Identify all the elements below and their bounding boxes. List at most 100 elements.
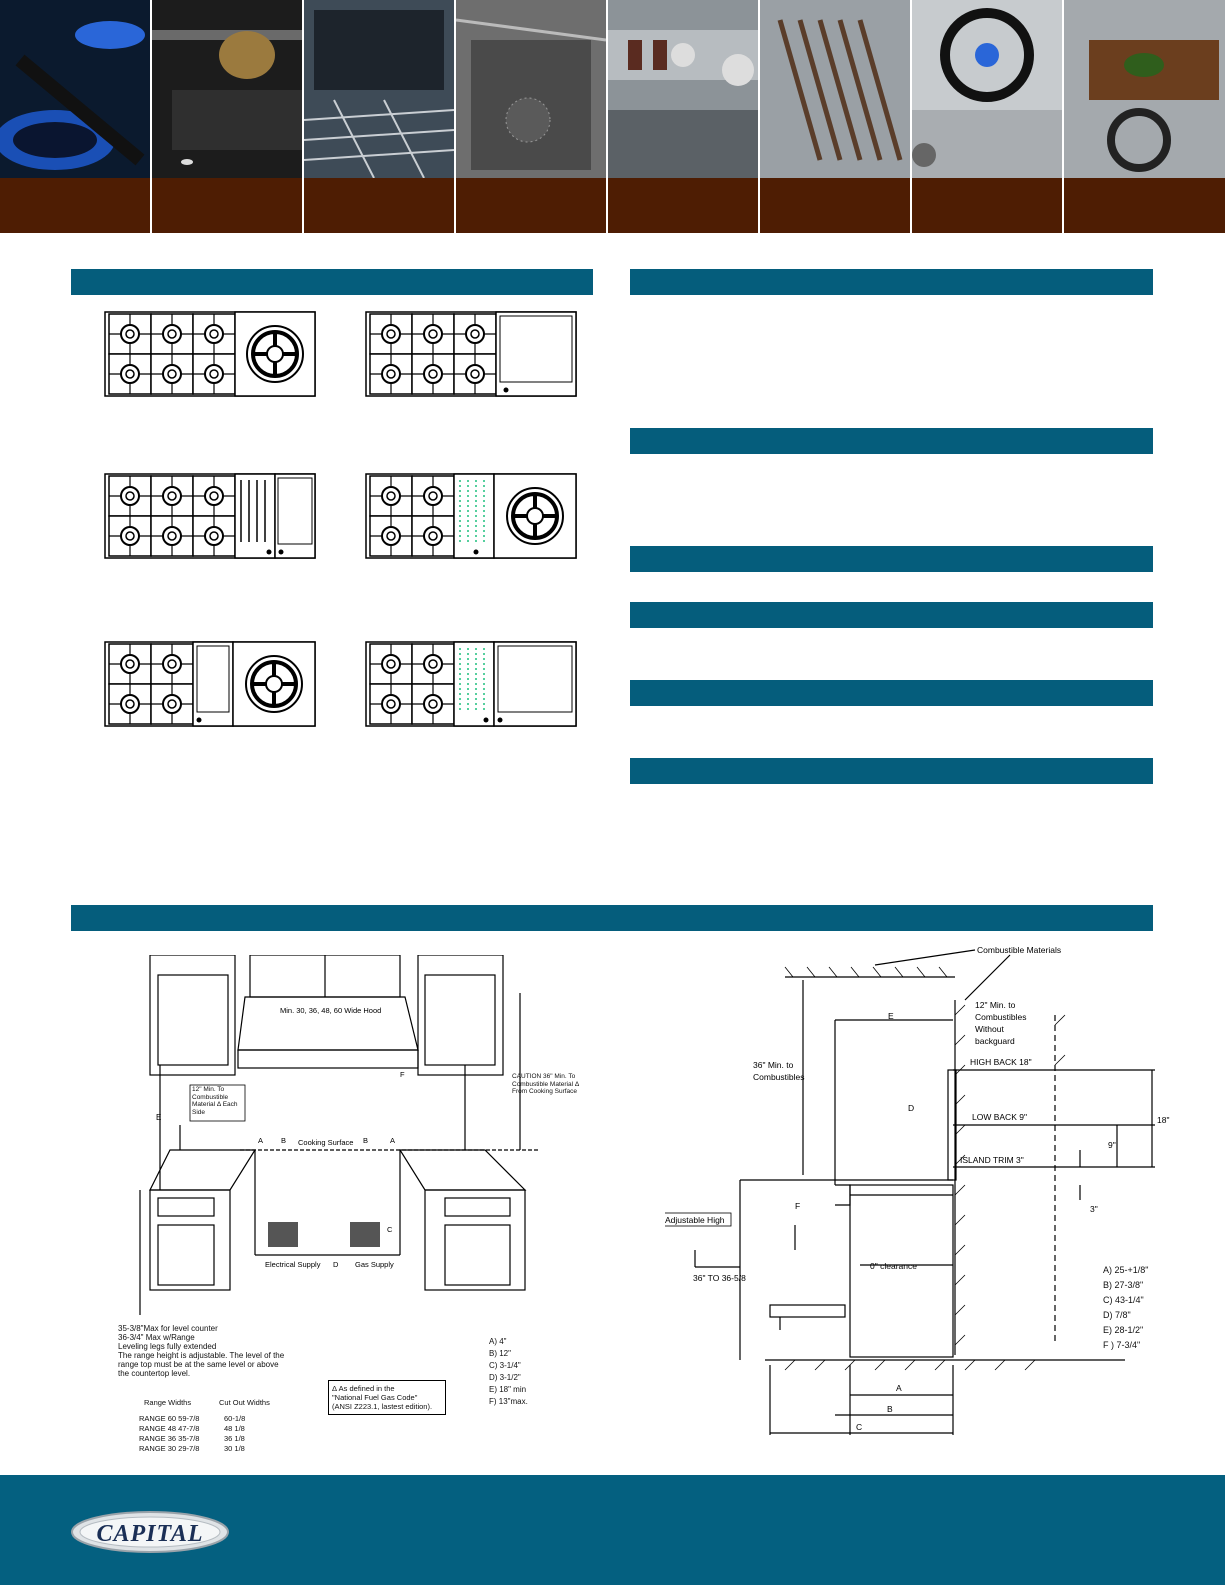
capital-logo: CAPITAL [71,1511,229,1553]
widths-header: Range Widths [144,1398,192,1407]
photo-strip [0,0,1225,233]
cutout-width: 60-1/8 [224,1414,246,1423]
photo-knobs [608,0,760,233]
section-bar-installation [71,905,1153,931]
convection-fan-icon [456,0,606,178]
section-bar-5 [630,680,1153,706]
dim-item: C) 3-1/4" [489,1361,521,1370]
island-trim-label: ISLAND TRIM 3" [960,1155,1024,1165]
dim-item: D) 7/8" [1103,1310,1131,1320]
high-back-label: HIGH BACK 18" [970,1057,1032,1067]
dim-item: E) 18" min [489,1385,527,1394]
dim-item: E) 28-1/2" [1103,1325,1144,1335]
oven-rack-icon [304,0,454,178]
range-width: RANGE 30 29-7/8 [139,1444,200,1453]
dims-right-list: A) 25-+1/8" B) 27-3/8" C) 43-1/4" D) 7/8… [1103,1263,1148,1353]
dims-left-list: A) 4" B) 12" C) 3-1/4" D) 3-1/2" E) 18" … [489,1336,528,1408]
dim-b-right: B [363,1136,368,1145]
installation-front-view: Min. 30, 36, 48, 60 Wide Hood Cooking Su… [139,955,579,1315]
dim-item: D) 3-1/2" [489,1373,521,1382]
config-4burner-griddle-wok [104,641,316,727]
caution-note: CAUTION 36" Min. To Combustible Material… [512,1073,579,1095]
hood-label: Min. 30, 36, 48, 60 Wide Hood [280,1006,381,1015]
min12-line: Combustibles [975,1012,1027,1022]
dim-item: C) 43-1/4" [1103,1295,1144,1305]
dim-a-left: A [258,1136,263,1145]
combustible-materials-label: Combustible Materials [977,945,1061,955]
min12-line: Without [975,1024,1004,1034]
note-line: The range height is adjustable. The leve… [118,1351,285,1360]
dim-item: F ) 7-3/4" [1103,1340,1141,1350]
side-dim-b: B [887,1404,893,1414]
photo-wok [912,0,1064,233]
side-dim-a: A [896,1383,902,1393]
photo-cutting-board [1064,0,1225,233]
dim-e: E [156,1113,161,1122]
photo-rotisserie [152,0,304,233]
config-6burner-griddle [365,311,577,397]
h18-label: 18" [1157,1115,1169,1125]
dim-item: B) 27-3/8" [1103,1280,1144,1290]
range-width: RANGE 60 59-7/8 [139,1414,200,1423]
side-dim-f: F [795,1201,800,1211]
cutout-width: 48 1/8 [224,1424,245,1433]
side-dim-d: D [908,1103,914,1113]
gas-code-line: Δ As defined in the [332,1384,395,1393]
min-combustible-note: 12" Min. To Combustible Material Δ Each … [192,1086,238,1116]
dim-item: A) 4" [489,1337,507,1346]
photo-oven-rack [304,0,456,233]
min12-line: 12" Min. to [975,1000,1016,1010]
dim-item: F) 13"max. [489,1397,528,1406]
min36-line: Combustibles [753,1072,805,1082]
cutout-width: 36 1/8 [224,1434,245,1443]
config-4burner-grill-wok [365,473,577,559]
electrical-supply-label: Electrical Supply [265,1260,321,1269]
section-bar-configurations [71,269,593,295]
config-6burner-grill-griddle [104,473,316,559]
height-range-label: 36" TO 36-5/8 [693,1273,746,1283]
dim-item: A) 25-+1/8" [1103,1265,1149,1275]
dim-d: D [333,1260,339,1269]
installation-side-view: Combustible Materials 12" Min. to Combus… [665,945,1169,1435]
min36-line: 36" Min. to [753,1060,794,1070]
note-line: Leveling legs fully extended [118,1342,217,1351]
note-line: the countertop level. [118,1369,191,1378]
wok-burner-icon [912,0,1062,178]
note-line: 35-3/8"Max for level counter [118,1324,218,1333]
low-back-label: LOW BACK 9" [972,1112,1027,1122]
range-width: RANGE 48 47-7/8 [139,1424,200,1433]
section-bar-3 [630,546,1153,572]
side-dim-e: E [888,1011,894,1021]
photo-burner [0,0,152,233]
photo-convection [456,0,608,233]
cutting-board-icon [1064,0,1225,178]
dim-c: C [387,1225,393,1234]
note-line: range top must be at the same level or a… [118,1360,279,1369]
cooking-surface-label: Cooking Surface [298,1138,353,1147]
side-dim-c: C [856,1422,862,1432]
adjustable-high-label: Adjustable High [665,1215,725,1225]
section-bar-2 [630,428,1153,454]
note-line: 36-3/4" Max w/Range [118,1333,195,1342]
dim-item: B) 12" [489,1349,511,1358]
h9-label: 9" [1108,1140,1116,1150]
gas-code-line: "National Fuel Gas Code" [332,1393,418,1402]
section-bar-6 [630,758,1153,784]
min12-line: backguard [975,1036,1015,1046]
range-width: RANGE 36 35-7/8 [139,1434,200,1443]
gas-code-line: (ANSI Z223.1, lastest edition). [332,1402,433,1411]
control-knobs-icon [608,0,758,178]
logo-text: CAPITAL [96,1521,203,1547]
counter-note: 35-3/8"Max for level counter 36-3/4" Max… [118,1324,308,1378]
config-6burner-wok [104,311,316,397]
section-bar-4 [630,602,1153,628]
grill-grates-icon [760,0,910,178]
gas-code-note: Δ As defined in the "National Fuel Gas C… [328,1380,446,1415]
section-bar-1 [630,269,1153,295]
photo-grill [760,0,912,233]
dim-a-right: A [390,1136,395,1145]
gas-supply-label: Gas Supply [355,1260,394,1269]
clearance-label: 0" clearance [870,1261,917,1271]
rotisserie-chicken-icon [152,0,302,178]
